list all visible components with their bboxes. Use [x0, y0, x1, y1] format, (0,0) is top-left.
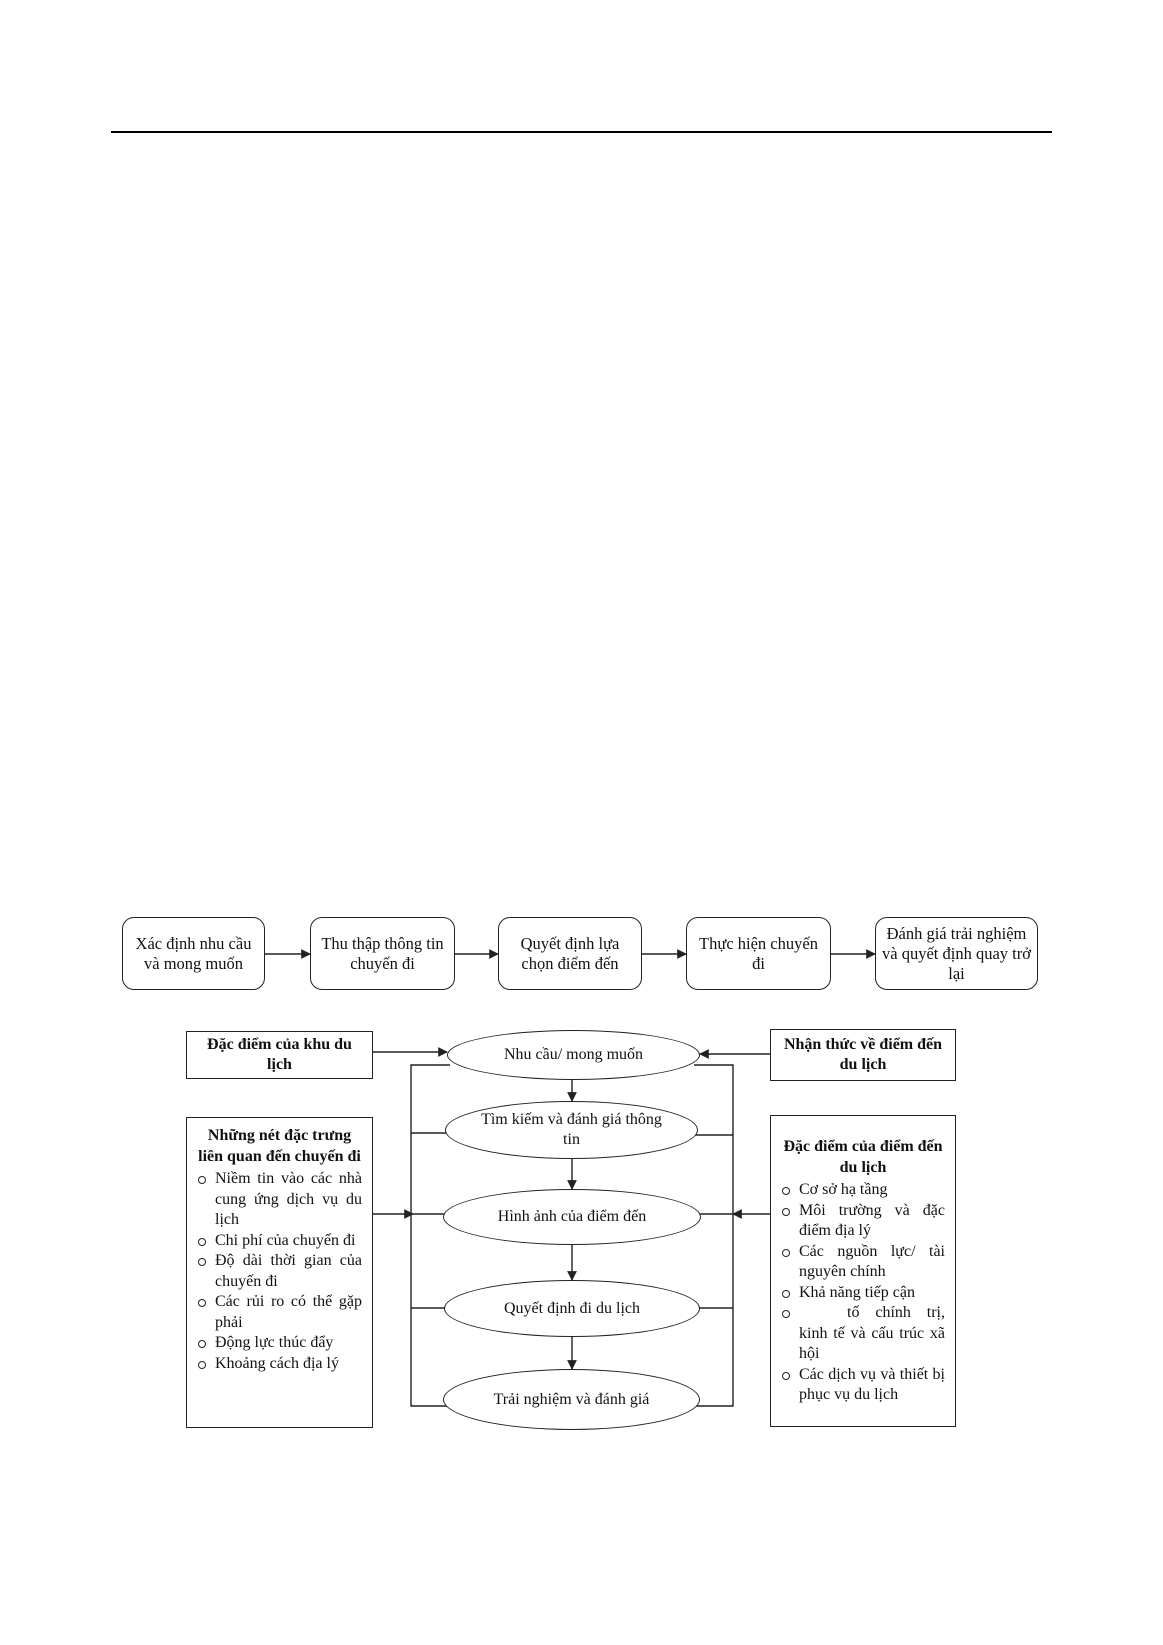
list-item: Khả năng tiếp cận — [781, 1283, 945, 1304]
list-item: Cơ sở hạ tầng — [781, 1180, 945, 1201]
box-trip-characteristics: Những nét đặc trưng liên quan đến chuyến… — [186, 1117, 373, 1428]
process-step-destination-choice: Quyết định lựa chọn điểm đến — [498, 917, 642, 990]
box-label: Đặc điểm của khu du lịch — [207, 1035, 352, 1074]
stage-destination-image: Hình ảnh của điểm đến — [443, 1189, 701, 1245]
header-rule — [111, 131, 1052, 133]
process-step-label: Thu thập thông tin chuyến đi — [321, 933, 444, 973]
list-item: Các dịch vụ và thiết bị phục vụ du lịch — [781, 1365, 945, 1406]
process-step-trip: Thực hiện chuyến đi — [686, 917, 831, 990]
stage-needs: Nhu cầu/ mong muốn — [447, 1030, 700, 1080]
stage-label: Trải nghiệm và đánh giá — [493, 1390, 650, 1408]
process-step-information: Thu thập thông tin chuyến đi — [310, 917, 455, 990]
box-destination-characteristics: Đặc điểm của điểm đến du lịch Cơ sở hạ t… — [770, 1115, 956, 1427]
process-step-needs: Xác định nhu cầu và mong muốn — [122, 917, 265, 990]
list-item: Môi trường và đặc điểm địa lý — [781, 1201, 945, 1242]
process-step-label: Đánh giá trải nghiệm và quyết định quay … — [882, 923, 1031, 983]
list-item: tố chính trị, kinh tế và cấu trúc xã hội — [781, 1303, 945, 1365]
list-item: Độ dài thời gian của chuyến đi — [197, 1251, 362, 1292]
left-bracket — [410, 1064, 450, 1407]
stage-label: Nhu cầu/ mong muốn — [503, 1046, 644, 1063]
box-tourism-area-characteristics: Đặc điểm của khu du lịch — [186, 1031, 373, 1079]
stage-label: Tìm kiếm và đánh giá thông tin — [481, 1111, 662, 1148]
process-step-label: Xác định nhu cầu và mong muốn — [135, 933, 252, 973]
process-step-label: Thực hiện chuyến đi — [699, 933, 818, 973]
list-item: Chi phí của chuyến đi — [197, 1231, 362, 1252]
process-step-evaluation: Đánh giá trải nghiệm và quyết định quay … — [875, 917, 1038, 990]
stage-information-search: Tìm kiếm và đánh giá thông tin — [445, 1101, 698, 1159]
stage-label: Hình ảnh của điểm đến — [497, 1208, 647, 1225]
list-item: Khoảng cách địa lý — [197, 1354, 362, 1375]
list-item: Các rủi ro có thể gặp phải — [197, 1292, 362, 1333]
stage-experience-evaluation: Trải nghiệm và đánh giá — [443, 1369, 700, 1430]
box-label: Nhận thức về điểm đến du lịch — [783, 1035, 943, 1074]
list-item: Niềm tin vào các nhà cung ứng dịch vụ du… — [197, 1169, 362, 1231]
destination-characteristics-title: Đặc điểm của điểm đến du lịch — [783, 1138, 943, 1176]
stage-label: Quyết định đi du lịch — [504, 1299, 640, 1317]
stage-travel-decision: Quyết định đi du lịch — [444, 1280, 700, 1337]
box-destination-perception: Nhận thức về điểm đến du lịch — [770, 1029, 956, 1081]
process-step-label: Quyết định lựa chọn điểm đến — [520, 933, 620, 973]
trip-characteristics-list: Niềm tin vào các nhà cung ứng dịch vụ du… — [197, 1169, 362, 1374]
trip-characteristics-title: Những nét đặc trưng liên quan đến chuyến… — [198, 1127, 361, 1165]
right-bracket — [694, 1064, 734, 1407]
destination-characteristics-list: Cơ sở hạ tầng Môi trường và đặc điểm địa… — [781, 1180, 945, 1406]
list-item: Động lực thúc đẩy — [197, 1333, 362, 1354]
list-item: Các nguồn lực/ tài nguyên chính — [781, 1242, 945, 1283]
